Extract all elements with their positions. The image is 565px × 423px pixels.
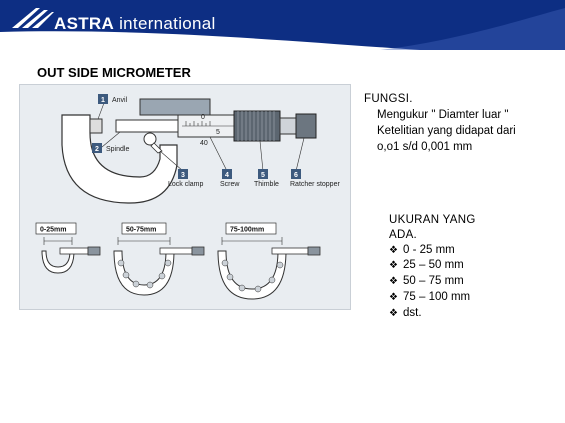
list-item: ❖ 0 - 25 mm xyxy=(389,243,476,259)
ratchet-stopper-shape xyxy=(295,113,317,139)
scale-mark-2: 40 xyxy=(200,140,208,147)
fungsi-line-2: Ketelitian yang didapat dari xyxy=(377,125,516,137)
list-item: ❖ 50 – 75 mm xyxy=(389,274,476,290)
label-6-text: Ratcher stopper xyxy=(290,181,340,188)
brand-light: international xyxy=(114,14,216,33)
label-2-num: 2 xyxy=(95,146,99,153)
ukuran-item-5: dst. xyxy=(403,306,422,319)
label-4-badge xyxy=(222,169,232,179)
page-title: OUT SIDE MICROMETER xyxy=(37,65,191,80)
label-3-badge xyxy=(178,169,188,179)
body-top-shape xyxy=(139,98,211,116)
header-banner: ASTRA international xyxy=(0,0,565,50)
ukuran-heading-1: UKURAN YANG xyxy=(389,214,476,226)
fungsi-line-1: Mengukur " Diamter luar " xyxy=(377,109,509,121)
fungsi-line-3: o,o1 s/d 0,001 mm xyxy=(377,141,473,153)
size-variant-0-25: 0-25mm xyxy=(35,222,101,274)
astra-logo-icon xyxy=(12,8,54,28)
ukuran-item-2: 25 – 50 mm xyxy=(403,259,464,272)
spindle-shape xyxy=(115,119,179,133)
label-5-text: Thimble xyxy=(254,181,279,188)
label-1-badge xyxy=(98,94,108,104)
list-item: ❖ 25 – 50 mm xyxy=(389,258,476,274)
thimble-shape xyxy=(233,110,281,142)
label-4-num: 4 xyxy=(225,172,229,179)
micrometer-figure: 0 5 40 1 Anvil 2 S xyxy=(19,84,351,310)
label-4-text: Screw xyxy=(220,181,240,188)
ukuran-section: UKURAN YANG ADA. ❖0 - 25 mm ❖25 – 50 mm … xyxy=(389,213,476,322)
label-1-num: 1 xyxy=(101,97,105,104)
scale-mark-0: 0 xyxy=(201,114,205,121)
brand-name: ASTRA international xyxy=(54,14,216,34)
banner-wave-graphic xyxy=(0,8,565,50)
anvil-shape xyxy=(89,118,103,134)
size-label-0-25: 0-25mm xyxy=(40,227,66,234)
lock-clamp-shape xyxy=(143,132,157,146)
ukuran-heading-2: ADA. xyxy=(389,228,418,241)
ratchet-neck-shape xyxy=(279,117,297,135)
ukuran-item-3: 50 – 75 mm xyxy=(403,275,464,288)
diamond-bullet-icon: ❖ xyxy=(389,276,398,288)
frame-shape xyxy=(61,114,178,204)
size-label-75-100: 75-100mm xyxy=(230,227,264,234)
label-6-badge xyxy=(291,169,301,179)
size-variant-75-100: 75-100mm xyxy=(217,222,321,300)
scale-mark-1: 5 xyxy=(216,129,220,136)
micrometer-diagram: 0 5 40 1 Anvil 2 S xyxy=(35,94,340,300)
list-item: ❖ 75 – 100 mm xyxy=(389,290,476,306)
label-3-text: Lock clamp xyxy=(168,181,204,188)
ukuran-item-1: 0 - 25 mm xyxy=(403,243,455,256)
list-item: ❖ dst. xyxy=(389,306,476,322)
brand-bold: ASTRA xyxy=(54,14,115,33)
size-variant-50-75: 50-75mm xyxy=(113,222,205,296)
ukuran-item-4: 75 – 100 mm xyxy=(403,290,471,303)
label-1-text: Anvil xyxy=(112,97,128,104)
diamond-bullet-icon: ❖ xyxy=(389,307,398,319)
fungsi-heading: FUNGSI. xyxy=(364,93,413,105)
label-6-num: 6 xyxy=(294,172,298,179)
diamond-bullet-icon: ❖ xyxy=(389,244,398,256)
label-5-badge xyxy=(258,169,268,179)
size-label-50-75: 50-75mm xyxy=(126,227,156,234)
label-2-text: Spindle xyxy=(106,146,129,153)
label-3-num: 3 xyxy=(181,172,185,179)
diamond-bullet-icon: ❖ xyxy=(389,260,398,272)
diamond-bullet-icon: ❖ xyxy=(389,291,398,303)
label-5-num: 5 xyxy=(261,172,265,179)
fungsi-section: FUNGSI. Mengukur " Diamter luar " Keteli… xyxy=(364,91,516,155)
label-2-badge xyxy=(92,143,102,153)
